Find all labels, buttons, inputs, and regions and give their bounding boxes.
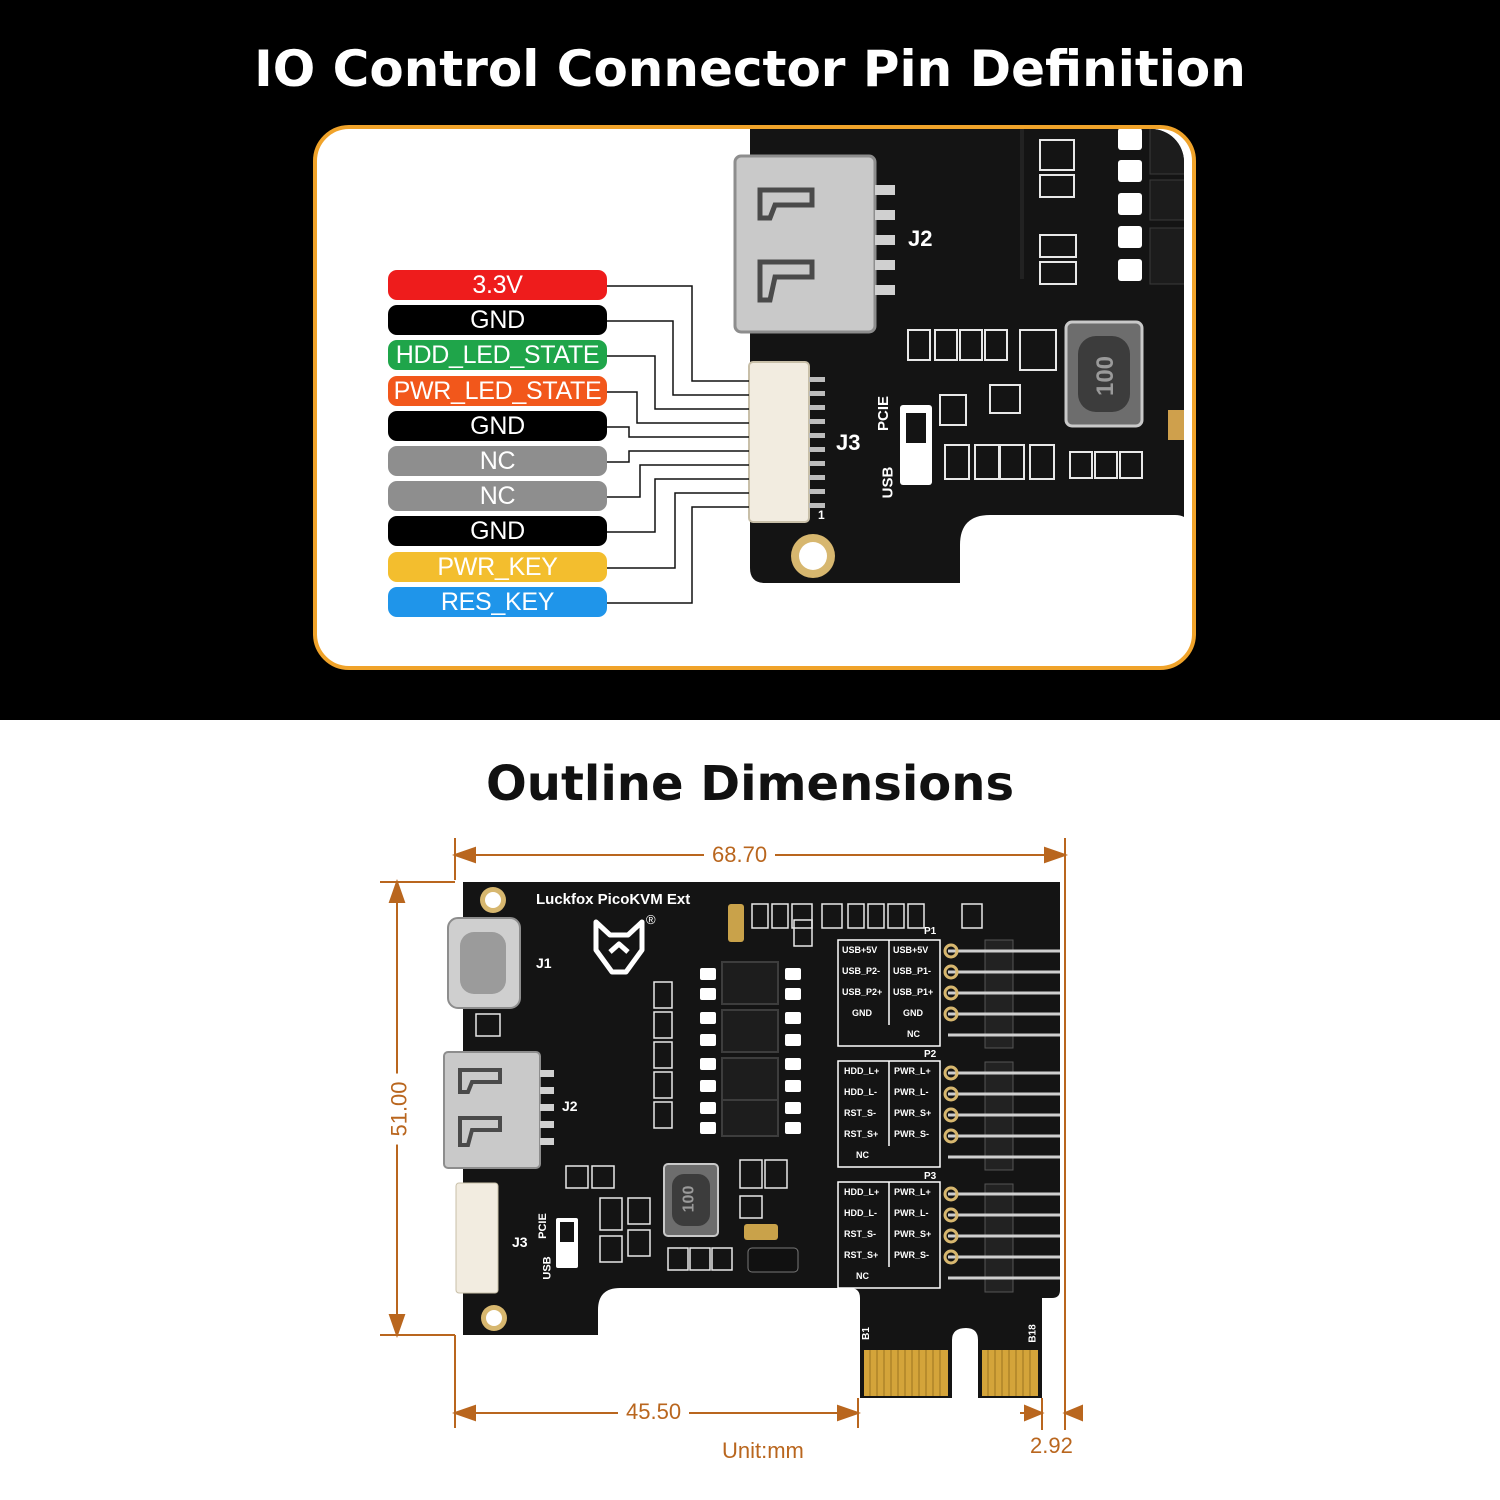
dimension-edge: 2.92 (1022, 1433, 1081, 1459)
p1-cell: USB_P2- (842, 966, 881, 976)
p1-cell: NC (907, 1029, 920, 1039)
p3-cell: NC (856, 1271, 869, 1281)
p2-cell: PWR_S+ (894, 1108, 932, 1118)
pin-label-3v3: 3.3V (388, 270, 607, 300)
pin-label-nc-2: NC (388, 481, 607, 511)
p1-cell: USB_P1+ (893, 987, 934, 997)
pin-label-nc-1: NC (388, 446, 607, 476)
pin-label-gnd-2: GND (388, 411, 607, 441)
dimension-width: 68.70 (704, 842, 776, 868)
p3-cell: HDD_L+ (844, 1187, 880, 1197)
p2-cell: NC (856, 1150, 869, 1160)
p2-cell: PWR_L- (894, 1087, 929, 1097)
no-label-bottom: NO (562, 1258, 576, 1268)
j3-label: J3 (836, 430, 861, 455)
p1-cell: GND (903, 1008, 923, 1018)
p3-cell: RST_S+ (844, 1250, 879, 1260)
p1-cell: USB+5V (842, 945, 878, 955)
j2-label-bottom: J2 (562, 1098, 578, 1114)
p3-cell: PWR_L+ (894, 1187, 931, 1197)
pin-label-res-key: RES_KEY (388, 587, 607, 617)
p2-cell: RST_S+ (844, 1129, 879, 1139)
pin-label-hdd-led-state: HDD_LED_STATE (388, 340, 607, 370)
top-board-illustration (607, 129, 1184, 604)
pin-tables (837, 939, 941, 1289)
p1-cell: USB+5V (893, 945, 929, 955)
p1-label: P1 (924, 926, 937, 937)
pcie-label-bottom: PCIE (536, 1213, 549, 1239)
j3-label-bottom: J3 (512, 1234, 528, 1250)
dimension-height: 51.00 (386, 1073, 413, 1145)
p2-label: P2 (924, 1049, 937, 1060)
p3-cell: PWR_S+ (894, 1229, 932, 1239)
unit-label: Unit:mm (714, 1438, 812, 1464)
pin-label-gnd-1: GND (388, 305, 607, 335)
p1-cell: GND (852, 1008, 872, 1018)
outline-heading: Outline Dimensions (485, 756, 1015, 812)
p3-cell: RST_S- (844, 1229, 877, 1239)
pin-wires (607, 285, 749, 604)
pin-label-pwr-key: PWR_KEY (388, 552, 607, 582)
pin-definition-heading: IO Control Connector Pin Definition (254, 40, 1246, 98)
pin-label-pwr-led-state: PWR_LED_STATE (388, 376, 607, 406)
inductor-marking-bottom: 100 (680, 1185, 698, 1213)
j2-label: J2 (908, 226, 933, 251)
p3-cell: PWR_L- (894, 1208, 929, 1218)
pin1-label: 1 (818, 508, 825, 522)
p2-cell: HDD_L- (844, 1087, 877, 1097)
b1-label: B1 (860, 1327, 872, 1340)
usb-label-bottom: USB (541, 1256, 554, 1280)
gold-fingers (864, 1350, 1038, 1396)
pin-label-gnd-3: GND (388, 516, 607, 546)
p3-cell: HDD_L- (844, 1208, 877, 1218)
j1-label: J1 (536, 955, 552, 971)
dimension-offset: 45.50 (618, 1399, 690, 1425)
p3-label: P3 (924, 1171, 937, 1182)
registered-mark: ® (646, 912, 656, 927)
p2-cell: RST_S- (844, 1108, 877, 1118)
p2-cell: PWR_L+ (894, 1066, 931, 1076)
p1-cell: USB_P1- (893, 966, 932, 976)
p1-cell: USB_P2+ (842, 987, 883, 997)
no-label: NO (909, 466, 929, 481)
fox-logo-icon (593, 919, 645, 975)
p3-cell: PWR_S- (894, 1250, 930, 1260)
b18-label: B18 (1027, 1324, 1039, 1343)
j3-connector (748, 361, 810, 523)
p2-cell: HDD_L+ (844, 1066, 880, 1076)
board-name: Luckfox PicoKVM Ext (536, 891, 691, 908)
bottom-pcb (463, 882, 1060, 1398)
p2-cell: PWR_S- (894, 1129, 930, 1139)
